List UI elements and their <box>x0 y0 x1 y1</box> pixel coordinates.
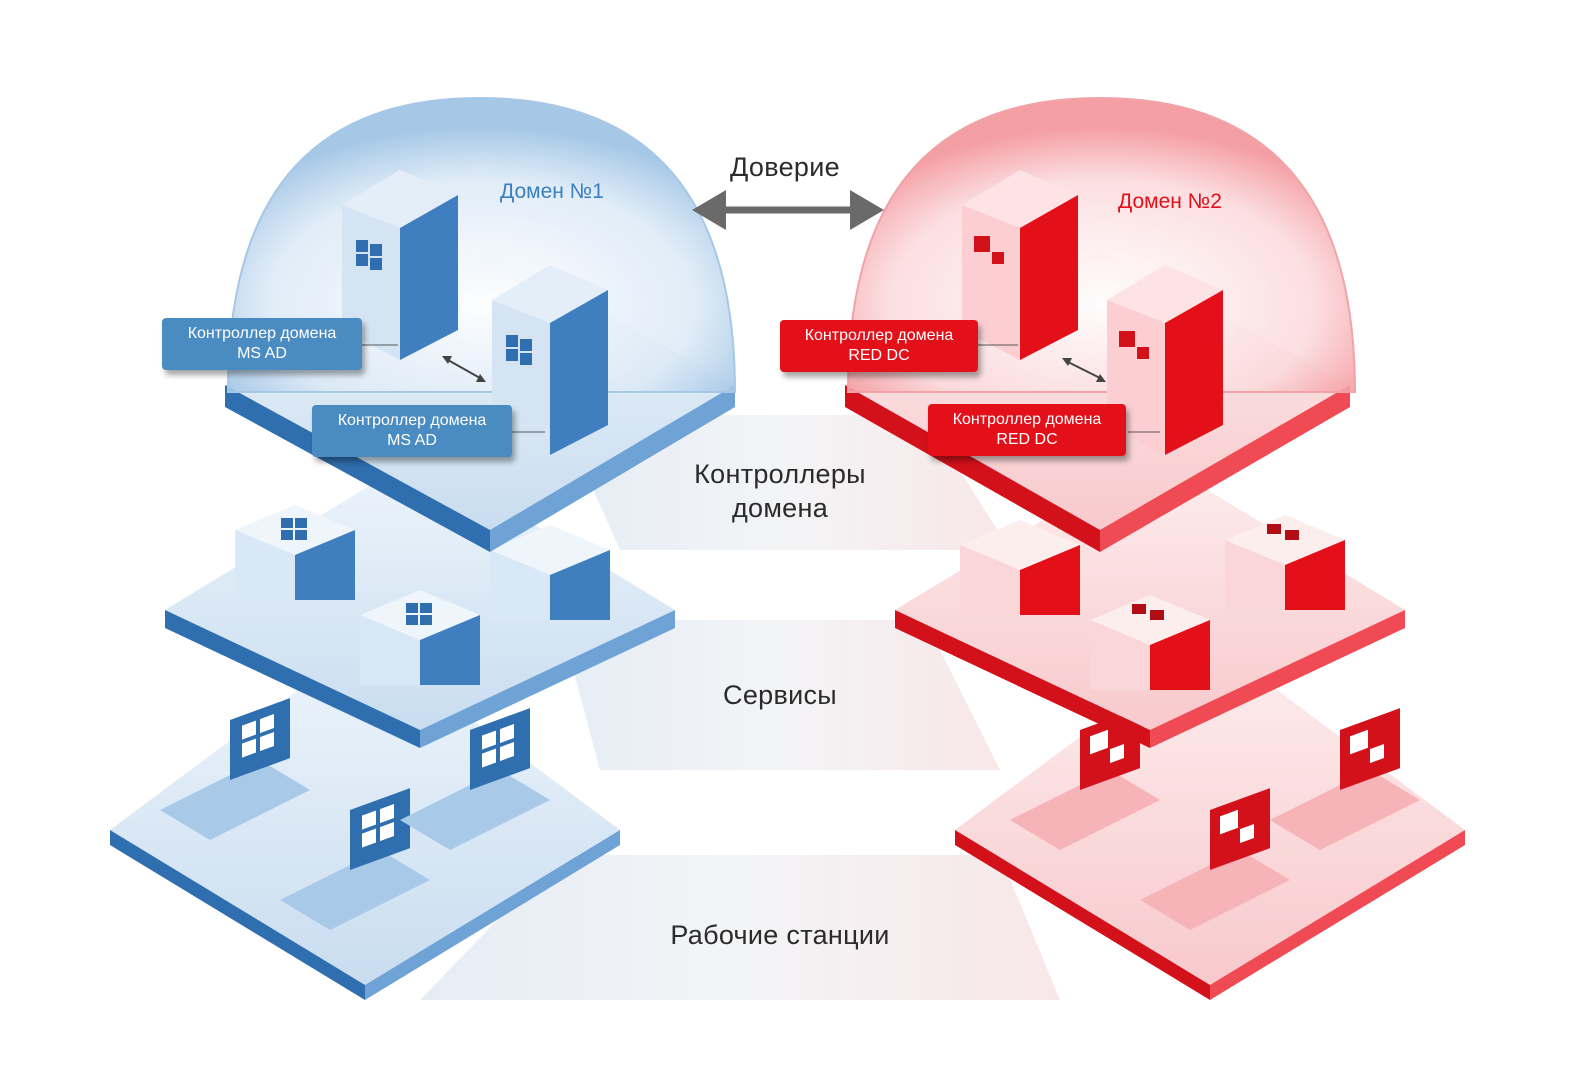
red-services-platform <box>895 455 1405 748</box>
trust-label-text: Доверие <box>730 152 840 182</box>
red-controller-callout-2: Контроллер домена RED DC <box>928 404 1126 456</box>
layer-band-controllers <box>560 415 1010 550</box>
layer-band-services <box>560 620 1000 770</box>
layer-label-services: Сервисы <box>723 680 837 710</box>
domain-1-title-text: Домен №1 <box>500 180 604 203</box>
layer-label-controllers: Контроллеры домена <box>694 459 866 523</box>
red-replication-arrow <box>1062 358 1106 382</box>
blue-controller-callout-1: Контроллер домена MS AD <box>162 318 362 370</box>
domain-2-title-text: Домен №2 <box>1118 190 1222 213</box>
trust-label: Доверие <box>700 150 870 184</box>
domain-2-title: Домен №2 <box>1118 190 1222 214</box>
blue-server-stacks <box>235 505 610 685</box>
layer-label-workstations: Рабочие станции <box>670 920 890 950</box>
layer-band-workstations <box>420 855 1060 1000</box>
blue-replication-arrow <box>442 356 486 382</box>
blue-controller-callout-2: Контроллер домена MS AD <box>312 405 512 457</box>
trust-arrow <box>692 190 884 230</box>
blue-laptops <box>160 698 550 930</box>
red-controller-servers <box>962 170 1223 455</box>
domain-1-title: Домен №1 <box>500 180 604 204</box>
red-server-stacks <box>960 515 1345 690</box>
red-controller-callout-1: Контроллер домена RED DC <box>780 320 978 372</box>
red-laptops <box>1010 708 1420 930</box>
